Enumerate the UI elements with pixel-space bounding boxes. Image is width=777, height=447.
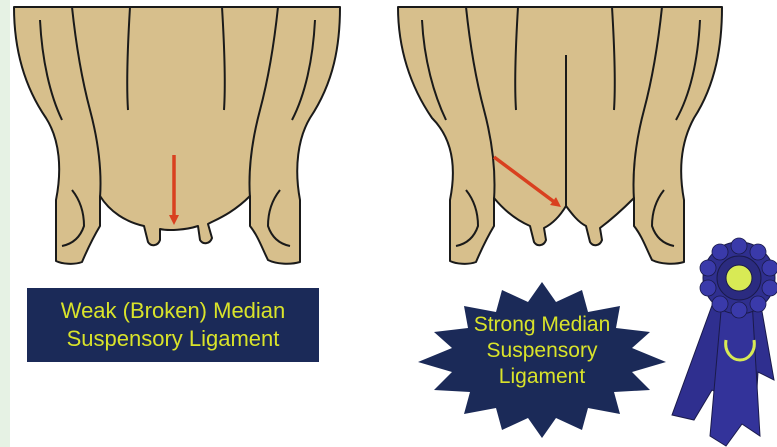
strong-udder-body [398, 7, 722, 264]
weak-udder-illustration [14, 7, 340, 264]
weak-label-line2: Suspensory Ligament [67, 325, 280, 353]
prize-ribbon-icon [672, 238, 777, 446]
strong-label-line2: Suspensory [487, 338, 598, 364]
strong-label-line3: Ligament [499, 364, 585, 390]
strong-label-line1: Strong Median [474, 312, 611, 338]
ribbon-rosette-center [726, 265, 752, 291]
strong-ligament-label: Strong Median Suspensory Ligament [428, 305, 656, 397]
weak-ligament-label-box: Weak (Broken) Median Suspensory Ligament [27, 288, 319, 362]
weak-label-line1: Weak (Broken) Median [61, 297, 286, 325]
strong-udder-illustration [398, 7, 722, 264]
weak-udder-body [14, 7, 340, 264]
